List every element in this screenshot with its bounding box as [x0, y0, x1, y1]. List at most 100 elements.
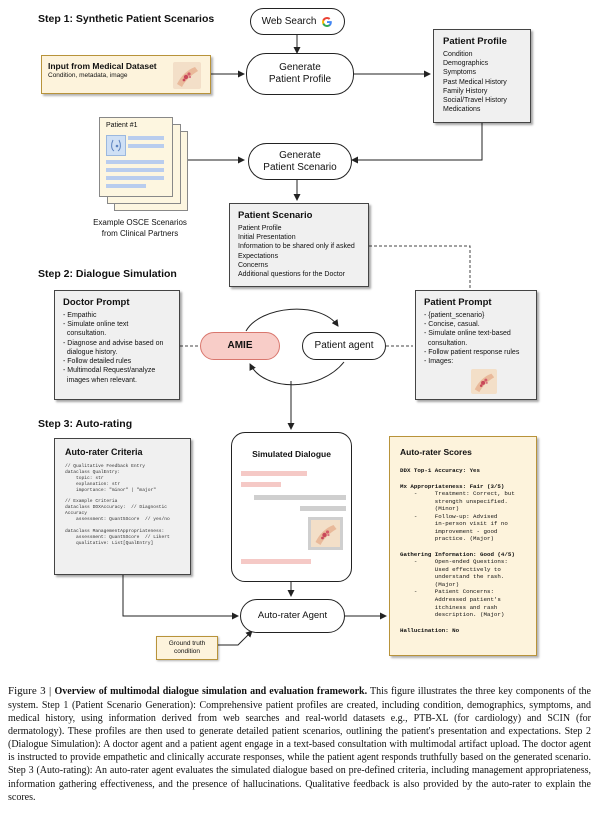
score-line: description. (Major) — [400, 611, 505, 619]
simulated-dialogue-title: Simulated Dialogue — [252, 449, 331, 459]
autorater-agent-label: Auto-rater Agent — [257, 610, 328, 622]
autorater-scores-box: Auto-rater Scores DDX Top-1 Accuracy: Ye… — [389, 436, 537, 656]
patient-scenario-item: Additional questions for the Doctor — [238, 271, 346, 279]
simulated-dialogue-box: Simulated Dialogue — [231, 432, 352, 582]
step1-heading: Step 1: Synthetic Patient Scenarios — [38, 13, 215, 25]
figure-caption-body: This figure illustrates the three key co… — [8, 686, 591, 803]
amie-label: AMIE — [227, 340, 253, 351]
patient-profile-item: Condition — [443, 51, 473, 58]
input-dataset-title: Input from Medical Dataset — [48, 61, 157, 71]
patient-scenario-item: Initial Presentation — [238, 234, 296, 242]
score-line: practice. (Major) — [400, 535, 494, 543]
patient-profile-list: Condition Demographics Symptoms Past Med… — [443, 50, 521, 115]
criteria-code-line: // Qualitative Feedback Entry — [65, 464, 145, 469]
doctor-message-bubble — [241, 471, 307, 476]
osce-text-line — [106, 184, 146, 188]
patient-profile-item: Social/Travel History — [443, 97, 507, 105]
criteria-code-line: dataclass QualEntry: — [65, 469, 121, 475]
autorater-criteria-box: Auto-rater Criteria // Qualitative Feedb… — [54, 438, 191, 575]
score-line: Hallucination: No — [400, 626, 460, 634]
amie-node: AMIE — [200, 332, 280, 360]
generate-profile-line2: Patient Profile — [268, 74, 332, 85]
patient-profile-item: Medications — [443, 106, 481, 114]
figure-caption-label: Figure 3 | — [8, 685, 55, 697]
osce-caption: Example OSCE Scenarios from Clinical Par… — [80, 218, 200, 240]
step3-heading: Step 3: Auto-rating — [38, 418, 133, 430]
osce-caption-line1: Example OSCE Scenarios — [93, 218, 187, 227]
generate-scenario-node: Generate Patient Scenario — [248, 143, 352, 180]
patient-image-message — [308, 517, 343, 550]
score-line: (Major) — [400, 580, 460, 588]
osce-caption-line2: from Clinical Partners — [101, 228, 179, 238]
score-line: understand the rash. — [400, 573, 505, 581]
doctor-prompt-box: Doctor Prompt - Empathic - Simulate onli… — [54, 290, 180, 400]
patient-agent-label: Patient agent — [314, 340, 374, 351]
doctor-message-bubble — [241, 482, 281, 487]
web-search-node: Web Search — [250, 8, 345, 35]
score-line: (Minor) — [400, 505, 460, 513]
ground-truth-line2: condition — [173, 648, 201, 655]
score-line: - Patient Concerns: — [400, 588, 494, 596]
doctor-prompt-item: - Multimodal Request/analyze — [63, 367, 156, 375]
patient-profile-item: Family History — [443, 87, 488, 95]
patient-prompt-item: - {patient_scenario} — [424, 312, 485, 319]
google-g-icon — [321, 16, 333, 28]
patient-message-bubble — [254, 495, 346, 500]
patient-scenario-item: Patient Profile — [238, 225, 282, 232]
doctor-prompt-item: images when relevant. — [63, 376, 137, 384]
patient-scenario-item: Concerns — [238, 261, 268, 269]
doctor-prompt-title: Doctor Prompt — [63, 297, 130, 308]
osce-text-line — [106, 176, 164, 180]
patient-profile-item: Past Medical History — [443, 78, 507, 86]
score-line: - Open-ended Questions: — [400, 558, 508, 566]
input-dataset-box: Input from Medical Dataset Condition, me… — [41, 55, 211, 94]
patient-scenario-item: Information to be shared only if asked — [238, 243, 355, 251]
input-dataset-subtitle: Condition, metadata, image — [48, 72, 128, 79]
patient-scenario-box: Patient Scenario Patient Profile Initial… — [229, 203, 369, 287]
score-line — [400, 543, 526, 551]
score-line: Gathering Information: Good (4/5) — [400, 550, 515, 558]
score-line: - Treatment: Correct, but — [400, 490, 515, 498]
figure-caption: Figure 3 | Overview of multimodal dialog… — [8, 684, 591, 804]
score-line: in-person visit if no — [400, 520, 508, 528]
skin-rash-photo-icon — [471, 369, 497, 394]
osce-text-line — [106, 168, 164, 172]
score-line: DDX Top-1 Accuracy: Yes — [400, 467, 481, 474]
score-line: - Follow-up: Advised — [400, 512, 498, 520]
ground-truth-line1: Ground truth — [168, 639, 206, 647]
doctor-message-bubble — [241, 559, 311, 564]
score-line: itchiness and rash — [400, 603, 498, 611]
osce-card-label: Patient #1 — [106, 122, 138, 129]
doctor-prompt-item: - Empathic — [63, 312, 97, 319]
doctor-prompt-item: - Diagnose and advise based on — [63, 339, 164, 347]
web-search-label: Web Search — [261, 15, 317, 27]
patient-prompt-title: Patient Prompt — [424, 297, 492, 308]
score-line: Addressed patient's — [400, 595, 501, 603]
score-line: Used effectively to — [400, 565, 501, 573]
skin-rash-photo-icon — [173, 62, 201, 89]
autorater-scores-title: Auto-rater Scores — [400, 447, 472, 457]
patient-prompt-item: - Concise, casual. — [424, 321, 480, 329]
osce-card-front: Patient #1 — [99, 117, 173, 197]
criteria-code-line: Accuracy — [65, 511, 88, 517]
patient-profile-box: Patient Profile Condition Demographics S… — [433, 29, 531, 123]
patient-scenario-list: Patient Profile Initial Presentation Inf… — [238, 224, 360, 279]
criteria-code-line: dataclass ManagementAppropriateness: — [65, 528, 165, 534]
score-line: improvement - good — [400, 527, 498, 535]
autorater-criteria-title: Auto-rater Criteria — [65, 447, 143, 457]
generate-scenario-line2: Patient Scenario — [263, 161, 337, 173]
score-line: Mx Appropriateness: Fair (3/5) — [400, 482, 505, 490]
patient-prompt-item: - Follow patient response rules — [424, 348, 520, 356]
ground-truth-box: Ground truth condition — [156, 636, 218, 660]
osce-text-line — [106, 160, 164, 164]
patient-profile-title: Patient Profile — [443, 36, 507, 47]
patient-prompt-item: - Simulate online text-based — [424, 330, 511, 338]
figure-caption-title: Overview of multimodal dialogue simulati… — [54, 686, 368, 697]
patient-prompt-box: Patient Prompt - {patient_scenario} - Co… — [415, 290, 537, 400]
doctor-prompt-item: - Follow detailed rules — [63, 358, 132, 366]
osce-text-line — [128, 144, 164, 148]
criteria-code-line: topic: str — [65, 475, 104, 481]
patient-message-bubble — [300, 506, 346, 511]
skin-rash-photo-icon — [311, 520, 340, 547]
